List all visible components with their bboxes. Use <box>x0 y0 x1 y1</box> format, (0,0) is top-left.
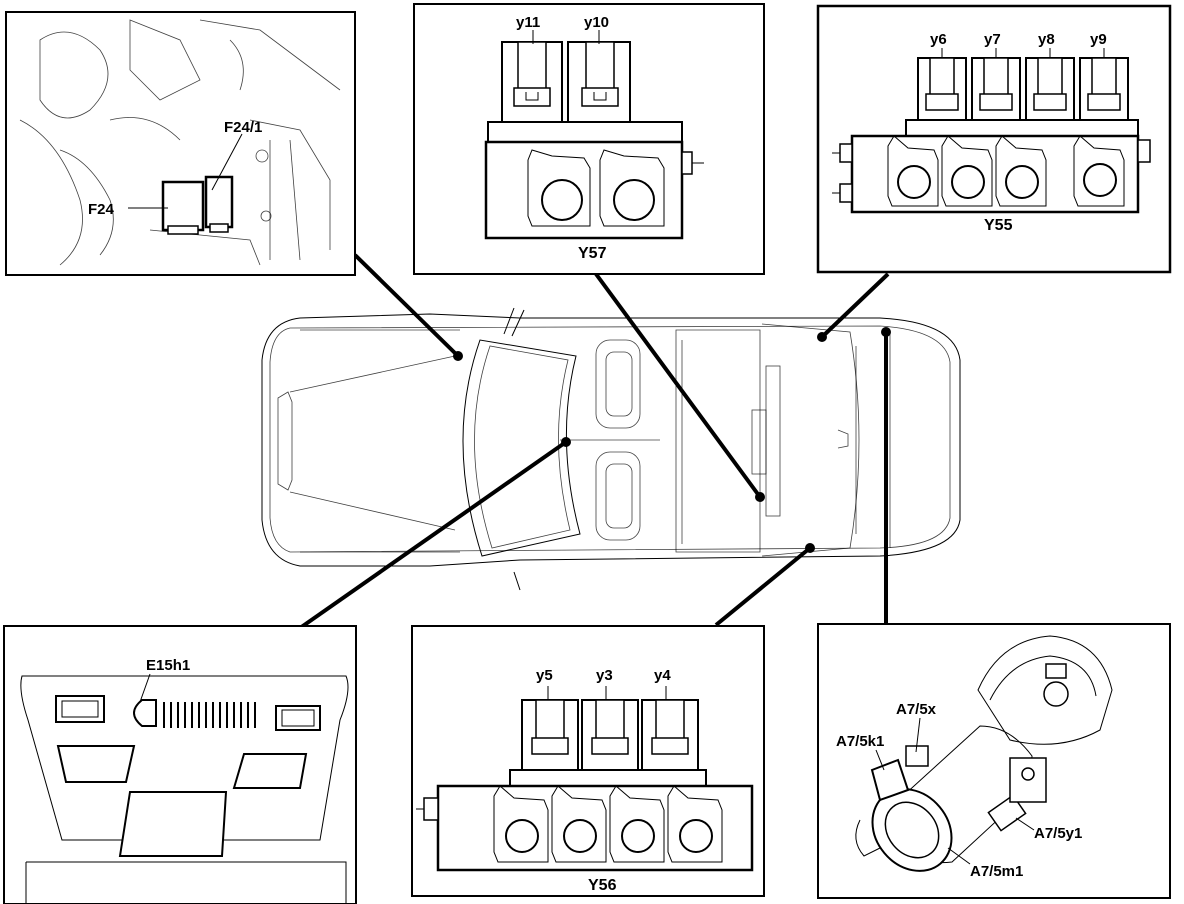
car-front-seat-right <box>595 451 641 541</box>
port-y56-2 <box>563 819 597 853</box>
port-y57-left <box>541 179 583 221</box>
car-body-outline <box>261 313 961 567</box>
valve-y3 <box>581 686 639 773</box>
reading-lamp-right <box>232 753 308 789</box>
port-y55-2 <box>951 165 985 199</box>
valve-y8 <box>1025 48 1075 123</box>
label-y3: y3 <box>596 667 613 684</box>
port-y57-right <box>613 179 655 221</box>
panel-y57-title: Y57 <box>578 245 607 262</box>
valve-block-y57 <box>484 140 684 240</box>
port-y56-4 <box>679 819 713 853</box>
panel-y56: y5 y3 y4 Y56 <box>411 625 765 897</box>
leader-y57 <box>594 272 762 499</box>
relay-A7-5k1 <box>870 758 910 802</box>
panel-fuses-frame <box>5 11 356 276</box>
panel-pump-frame <box>817 623 1171 899</box>
label-A7-5m1: A7/5m1 <box>970 863 1023 880</box>
port-y56-3 <box>621 819 655 853</box>
pump-housing <box>977 635 1113 745</box>
leader-fuses <box>353 253 460 358</box>
label-y9: y9 <box>1090 31 1107 48</box>
connector-A7-5x <box>905 745 929 767</box>
label-F24-1: F24/1 <box>224 119 262 136</box>
mirror-mount <box>118 791 228 857</box>
port-y55-4 <box>1083 163 1117 197</box>
label-y11: y11 <box>516 14 540 31</box>
leader-lines <box>298 253 891 630</box>
label-y4: y4 <box>654 667 671 684</box>
solenoid-A7-5y1 <box>987 794 1027 832</box>
port-y55-3 <box>1005 165 1039 199</box>
label-y5: y5 <box>536 667 553 684</box>
lamp-E15h1 <box>133 699 157 727</box>
fuse-F24 <box>161 180 205 232</box>
speaker-grille <box>163 702 256 728</box>
label-E15h1: E15h1 <box>146 657 190 674</box>
port-y56-1 <box>505 819 539 853</box>
car-top-view <box>261 307 961 591</box>
valve-y6 <box>917 48 967 123</box>
valve-y7 <box>971 48 1021 123</box>
panel-light: E15h1 <box>3 625 357 904</box>
panel-pump: A7/5x A7/5k1 A7/5y1 A7/5m1 <box>817 623 1171 899</box>
car-windshield <box>462 339 581 557</box>
reading-lamp-left <box>56 745 136 783</box>
valve-y9 <box>1079 48 1129 123</box>
label-y7: y7 <box>984 31 1001 48</box>
leader-dot-y56 <box>805 543 815 553</box>
label-A7-5k1: A7/5k1 <box>836 733 884 750</box>
panel-y55: y6 y7 y8 y9 Y55 <box>816 4 1172 274</box>
car-front-seat-left <box>595 339 641 429</box>
panel-y56-title: Y56 <box>588 877 617 894</box>
panel-y55-title: Y55 <box>984 217 1013 234</box>
overhead-console <box>20 675 349 841</box>
label-y8: y8 <box>1038 31 1055 48</box>
label-F24: F24 <box>88 201 115 218</box>
leader-dot-y55 <box>817 332 827 342</box>
valve-y4 <box>641 686 699 773</box>
label-y6: y6 <box>930 31 947 48</box>
leader-dot-fuses <box>453 351 463 361</box>
leader-y56 <box>714 546 812 627</box>
valve-y5 <box>521 686 579 773</box>
label-A7-5x: A7/5x <box>896 701 937 718</box>
fuse-F24-1 <box>204 175 234 229</box>
panel-y57: y11 y10 Y57 <box>413 3 765 275</box>
leader-dot-pump <box>881 327 891 337</box>
label-y10: y10 <box>584 14 609 31</box>
leader-light <box>298 440 568 630</box>
label-A7-5y1: A7/5y1 <box>1034 825 1082 842</box>
port-y55-1 <box>897 165 931 199</box>
panel-fuses: F24/1 F24 <box>5 11 356 276</box>
leader-y55 <box>820 272 890 339</box>
